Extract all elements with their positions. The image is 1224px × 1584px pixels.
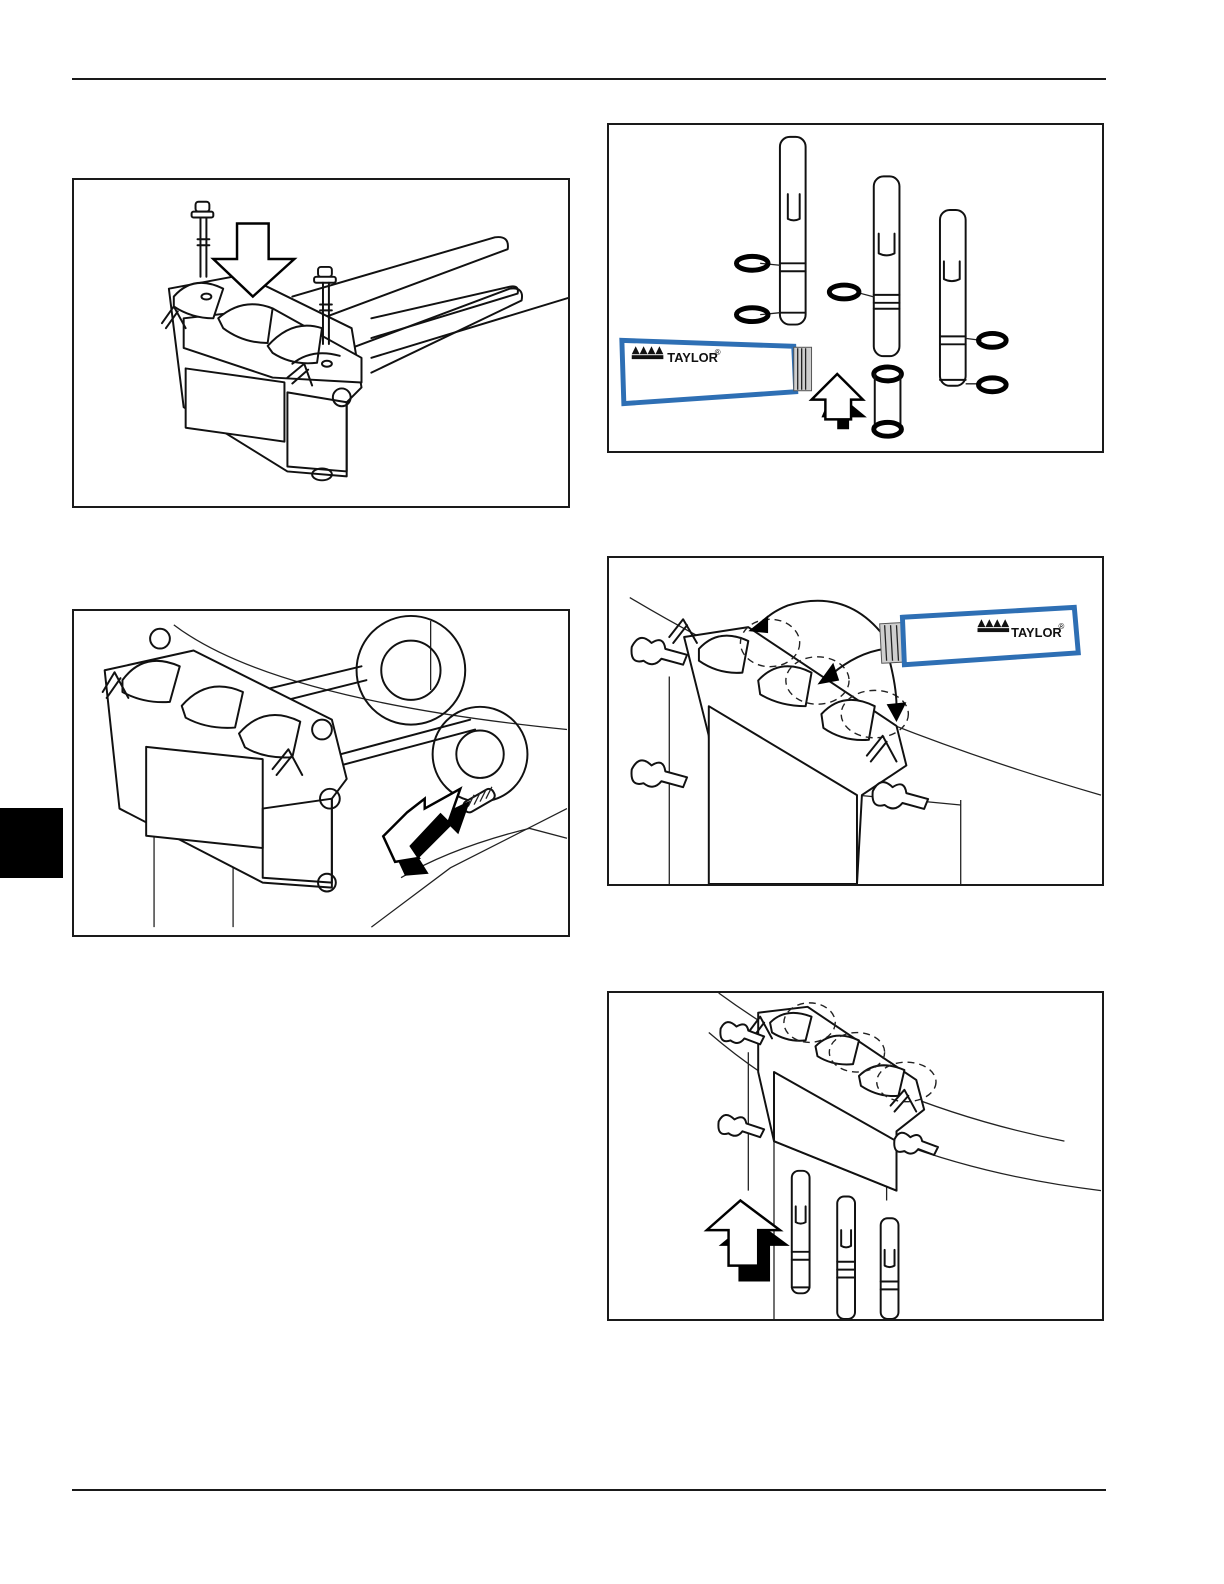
figure-valves-lubricate: TAYLOR ® <box>607 123 1104 453</box>
knob-icon <box>631 638 687 665</box>
knob-icon <box>718 1115 764 1137</box>
door-lubricate-illustration: TAYLOR ® <box>609 558 1102 884</box>
section-tab <box>0 808 63 878</box>
lubricant-tube: TAYLOR ® <box>622 340 812 403</box>
header-rule <box>72 78 1106 80</box>
figure-door-bolts <box>72 178 570 508</box>
knob-icon <box>873 782 929 809</box>
figure-draw-valves-install <box>607 991 1104 1321</box>
tube-brand-label: TAYLOR <box>667 350 718 365</box>
tube-brand-label: TAYLOR <box>1011 625 1062 640</box>
draw-valves-install-illustration <box>609 993 1102 1319</box>
valves-lubricate-illustration: TAYLOR ® <box>609 125 1102 451</box>
figure-door-lubricate: TAYLOR ® <box>607 556 1104 886</box>
knob-icon <box>631 760 687 787</box>
figure-door-installed <box>72 609 570 937</box>
registered-mark: ® <box>715 348 721 357</box>
knob-icon <box>894 1133 938 1155</box>
registered-mark: ® <box>1059 622 1065 631</box>
door-installed-illustration <box>74 611 568 935</box>
door-bolts-illustration <box>74 180 568 506</box>
o-ring-icon <box>829 285 859 299</box>
o-ring-icon <box>978 378 1006 392</box>
o-ring-icon <box>978 333 1006 347</box>
lubricant-tube: TAYLOR ® <box>880 607 1079 664</box>
footer-rule <box>72 1489 1106 1491</box>
